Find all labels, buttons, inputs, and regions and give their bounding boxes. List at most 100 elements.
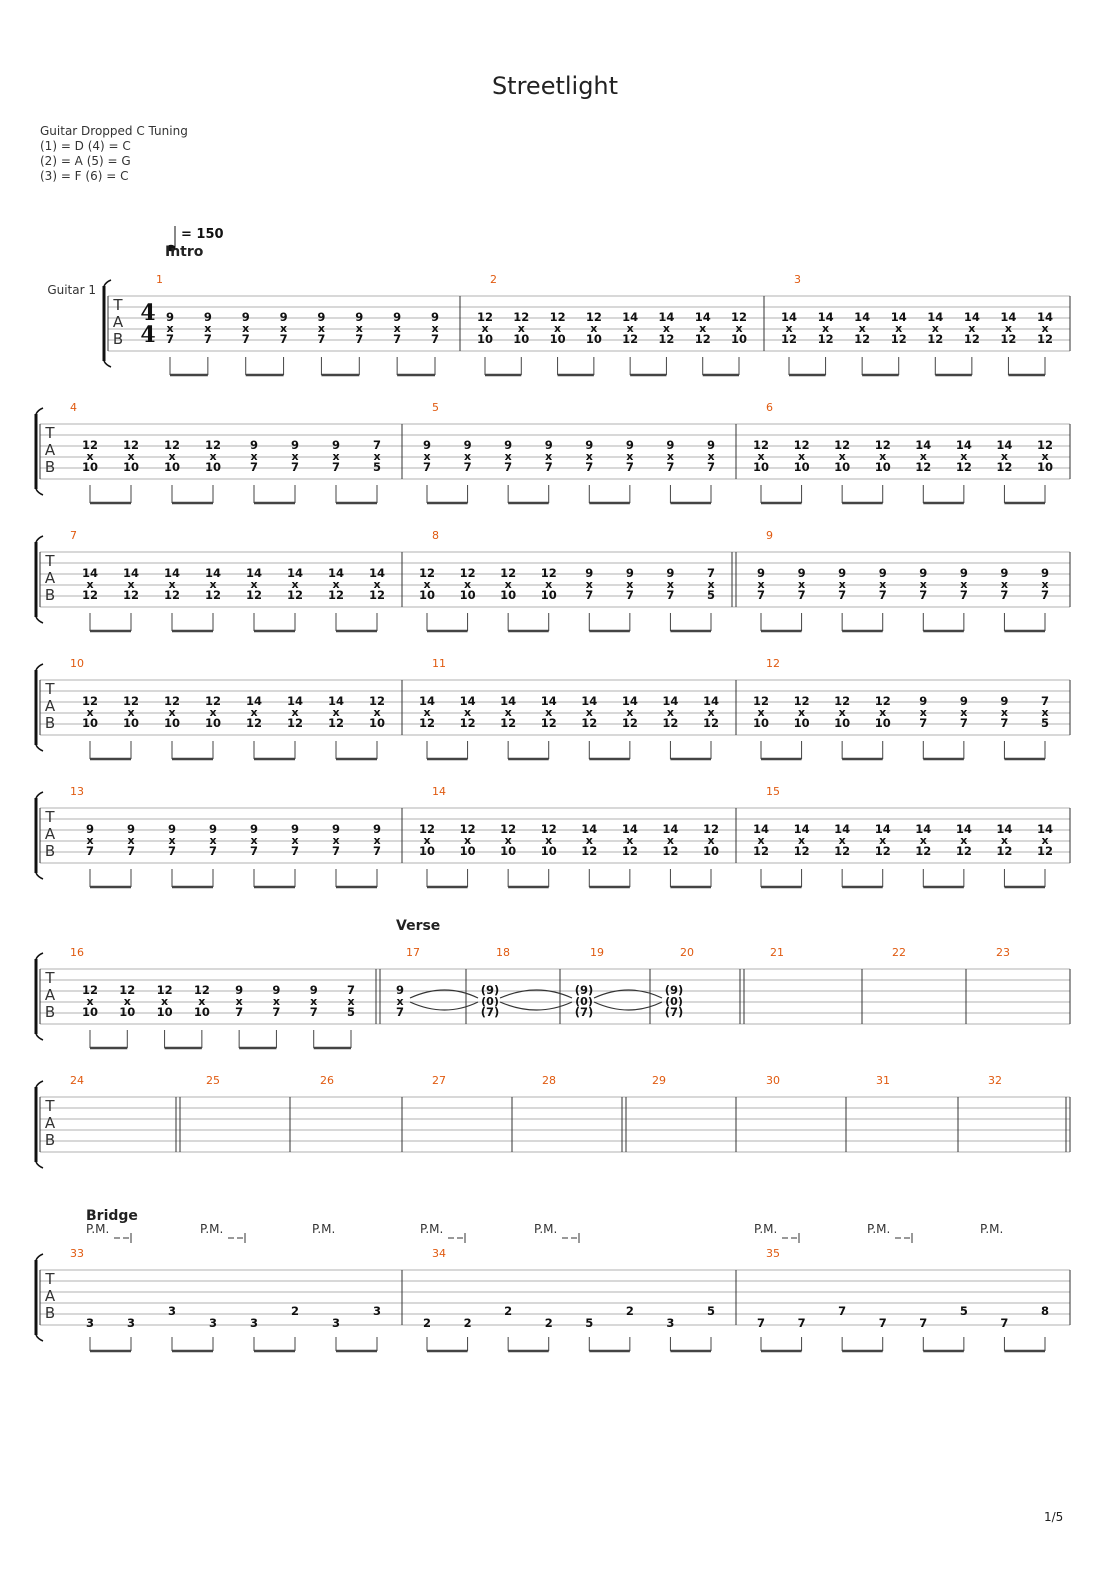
fret-number: 14 [956,438,972,452]
measure-number: 27 [432,1074,446,1087]
fret-number: 14 [834,822,850,836]
fret-number: 9 [86,822,94,836]
fret-number: 10 [194,1005,210,1019]
fret-number: 12 [205,694,221,708]
dead-note: x [586,450,593,463]
fret-number: 5 [347,1005,355,1019]
time-signature-bottom: 4 [140,322,155,348]
fret-number: (7) [665,1005,684,1019]
fret-number: 7 [585,460,593,474]
measure-number: 31 [876,1074,890,1087]
dead-note: x [423,706,430,719]
dead-note: x [423,578,430,591]
dead-note: x [168,578,175,591]
dead-note: x [332,578,339,591]
tab-letter-t: T [44,1097,55,1115]
fret-number: 9 [879,566,887,580]
fret-number: 7 [332,844,340,858]
fret-number: 12 [927,332,943,346]
fret-number: 12 [119,983,135,997]
fret-number: 9 [666,566,674,580]
dead-note: x [839,450,846,463]
measure-number: 12 [766,657,780,670]
fret-number: 7 [626,460,634,474]
fret-number: 14 [915,822,931,836]
fret-number: 9 [626,438,634,452]
fret-number: 12 [500,566,516,580]
fret-number: 9 [919,566,927,580]
measure-number: 11 [432,657,446,670]
dead-note: x [505,834,512,847]
dead-note: x [785,322,792,335]
measure-number: 35 [766,1247,780,1260]
fret-number: 12 [658,332,674,346]
palm-mute-label: P.M. [980,1222,1003,1236]
tab-letter-b: B [45,458,55,476]
measure-number: 3 [794,273,801,286]
fret-number: 14 [753,822,769,836]
fret-number: 9 [242,310,250,324]
dead-note: x [310,995,317,1008]
dead-note: x [667,706,674,719]
tab-letter-b: B [45,586,55,604]
dead-note: x [204,322,211,335]
fret-number: 9 [272,983,280,997]
fret-number: 10 [541,588,557,602]
dead-note: (0) [575,995,593,1008]
fret-number: 9 [504,438,512,452]
fret-number: 9 [585,438,593,452]
fret-number: 12 [287,588,303,602]
fret-number: 12 [82,438,98,452]
fret-number: 9 [209,822,217,836]
fret-number: 9 [666,438,674,452]
fret-number: 2 [626,1304,634,1318]
fret-number: 14 [964,310,980,324]
fret-number: 12 [622,716,638,730]
fret-number: 5 [707,1304,715,1318]
fret-number: 12 [477,310,493,324]
dead-note: x [545,706,552,719]
fret-number: 7 [291,460,299,474]
fret-number: 14 [205,566,221,580]
fret-number: 7 [127,844,135,858]
fret-number: 12 [369,588,385,602]
song-title: Streetlight [491,72,619,100]
fret-number: 10 [834,460,850,474]
fret-number: 12 [781,332,797,346]
tab-letter-a: A [45,825,56,843]
fret-number: 7 [626,588,634,602]
dead-note: x [663,322,670,335]
tuning-name: Guitar Dropped C Tuning [40,124,188,138]
section-verse: Verse [396,918,440,934]
fret-number: 14 [818,310,834,324]
fret-number: 7 [168,844,176,858]
measure-number: 21 [770,946,784,959]
fret-number: 12 [695,332,711,346]
fret-number: 7 [707,566,715,580]
fret-number: 10 [460,588,476,602]
dead-note: x [505,450,512,463]
fret-number: 12 [753,438,769,452]
dead-note: x [798,578,805,591]
fret-number: 9 [1000,694,1008,708]
dead-note: x [250,450,257,463]
dead-note: x [879,834,886,847]
fret-number: 9 [626,566,634,580]
dead-note: x [1041,322,1048,335]
fret-number: 12 [794,844,810,858]
fret-number: 7 [431,332,439,346]
fret-number: 12 [1000,332,1016,346]
fret-number: 14 [695,310,711,324]
fret-number: 7 [396,1005,404,1019]
fret-number: 7 [666,460,674,474]
fret-number: 12 [818,332,834,346]
fret-number: 7 [757,1316,765,1330]
fret-number: 7 [838,1304,846,1318]
fret-number: 14 [662,822,678,836]
fret-number: 12 [500,822,516,836]
dead-note: x [373,578,380,591]
fret-number: 5 [707,588,715,602]
fret-number: 2 [291,1304,299,1318]
fret-number: 9 [250,822,258,836]
